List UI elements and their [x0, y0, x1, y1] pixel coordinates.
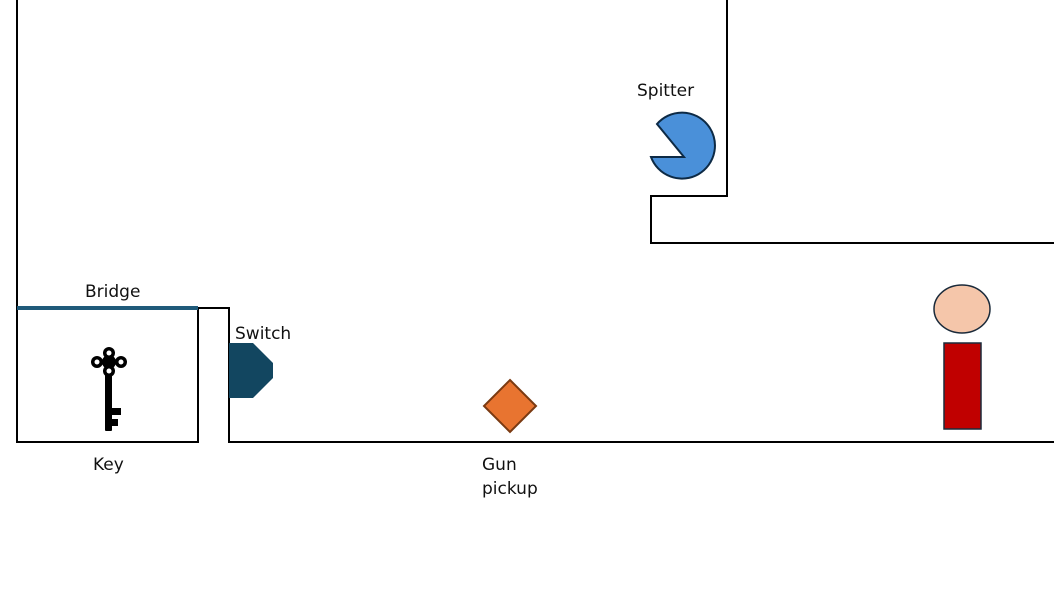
wall-left-outer [16, 0, 1054, 443]
player-body [943, 342, 982, 430]
player-head [933, 284, 991, 334]
bridge-label: Bridge [85, 282, 141, 302]
gun-pickup-label-line1: Gun [482, 455, 517, 475]
player-character[interactable] [933, 284, 991, 430]
spitter-label: Spitter [637, 81, 695, 101]
key-icon[interactable] [91, 347, 127, 431]
spitter-enemy-icon[interactable] [649, 111, 716, 180]
wall-upper-right [650, 0, 1054, 244]
switch-label: Switch [235, 324, 292, 344]
gun-pickup-icon[interactable] [482, 378, 538, 434]
switch-icon[interactable] [229, 343, 273, 398]
key-label: Key [93, 455, 124, 475]
gun-pickup-label-line2: pickup [482, 479, 538, 499]
level-walls [16, 0, 1054, 443]
